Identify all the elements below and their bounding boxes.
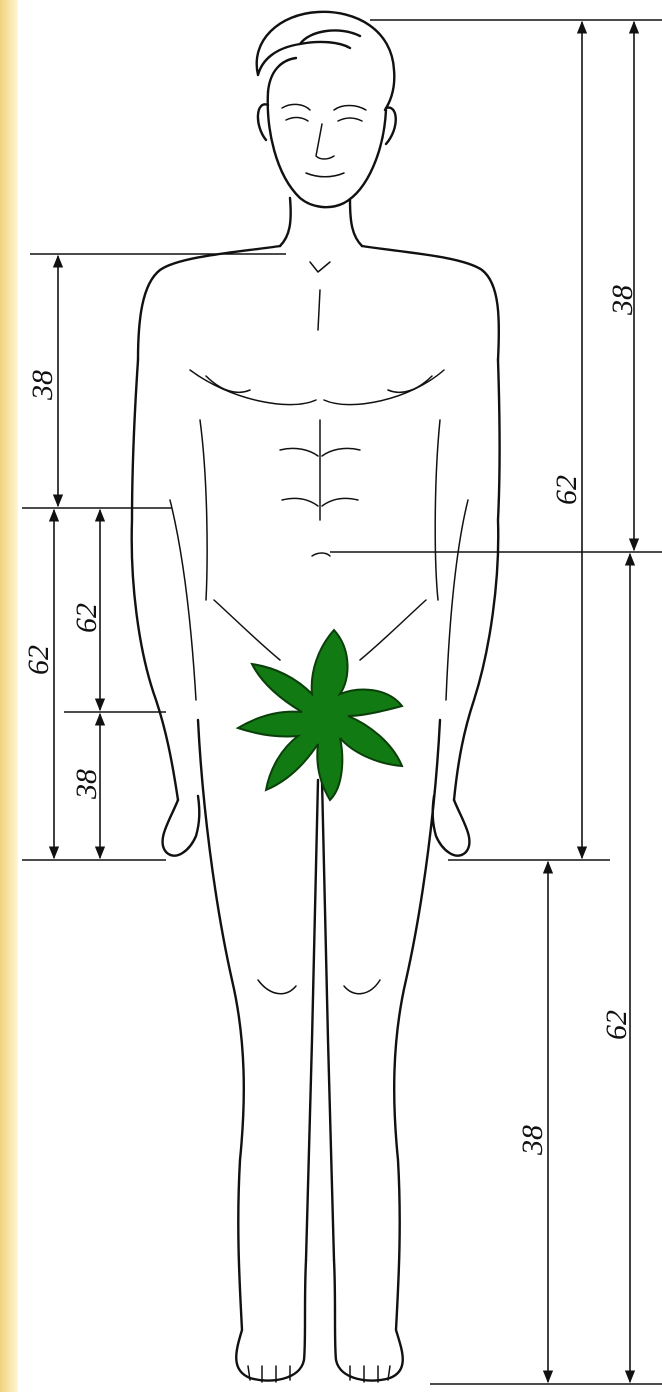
- label-right-inner-62: 62: [550, 475, 583, 505]
- label-right-outer-38: 38: [606, 285, 639, 316]
- left-border: [0, 0, 18, 1392]
- label-left-upper-38: 38: [26, 370, 59, 401]
- label-left-inner-62: 62: [70, 603, 103, 633]
- label-right-lower-62: 62: [600, 1010, 633, 1040]
- label-left-lower-38: 38: [70, 769, 103, 800]
- leaf-cover-icon: [238, 630, 402, 800]
- label-left-outer-62: 62: [22, 645, 55, 675]
- label-right-lower-38: 38: [516, 1125, 549, 1156]
